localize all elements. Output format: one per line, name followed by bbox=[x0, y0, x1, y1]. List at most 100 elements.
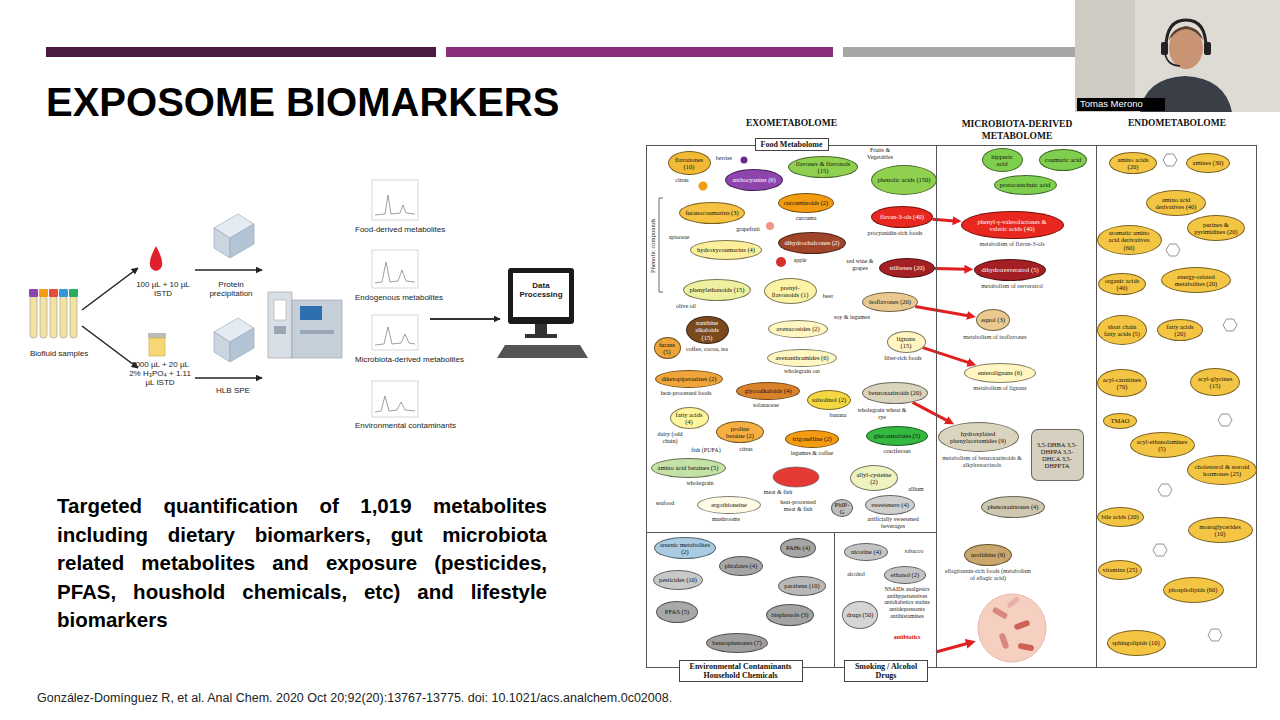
header-bars bbox=[446, 47, 833, 57]
sample-tubes bbox=[59, 289, 68, 297]
metabolite-ellipse: TMAO bbox=[1103, 413, 1137, 429]
pathway-arrow bbox=[915, 306, 970, 316]
metabolite-ellipse: urolithins (9) bbox=[964, 544, 1012, 566]
metabolite-name: equol (3) bbox=[981, 316, 1005, 323]
webcam-overlay bbox=[1165, 54, 1180, 66]
food-caption: Fruits & Vegetables bbox=[862, 147, 898, 161]
metabolite-name: glucosinolates (5) bbox=[874, 432, 920, 439]
metabolite-name: drugs (50) bbox=[847, 611, 874, 618]
citation: González-Domínguez R, et al. Anal Chem. … bbox=[37, 691, 797, 705]
metabolite-ellipse: bisphenols (3) bbox=[766, 604, 814, 626]
metabolite-name: dihydroresveratrol (5) bbox=[981, 266, 1038, 273]
metabolite-name: acyl-ethanolamines (5) bbox=[1136, 438, 1188, 452]
metabolite-name: lignans (15) bbox=[891, 335, 921, 349]
step-caption: Protein precipitation bbox=[202, 280, 260, 298]
extraction-plate bbox=[214, 332, 230, 362]
metabolite-ellipse: ergothioneine bbox=[697, 496, 761, 514]
sample-tubes bbox=[39, 289, 48, 297]
food-caption: fish (PUFA) bbox=[689, 447, 723, 454]
metabolite-name: phenylethanoids (15) bbox=[689, 286, 744, 293]
metabolite-ellipse: amines (30) bbox=[1186, 153, 1230, 173]
pathway-arrow bbox=[915, 306, 970, 316]
metabolite-ellipse: ethanol (2) bbox=[884, 566, 926, 584]
metabolite-name: avenacosides (2) bbox=[776, 325, 820, 332]
metabolite-ellipse: PhIP-G bbox=[831, 499, 853, 517]
metabolite-ellipse: phenylethanoids (15) bbox=[683, 279, 751, 301]
food-caption: apiaceae bbox=[664, 234, 694, 241]
computer bbox=[508, 268, 574, 324]
metabolite-name: trigonelline (2) bbox=[792, 435, 831, 442]
metabolite-name: bile acids (20) bbox=[1101, 513, 1138, 520]
drug-list: NSAIDs analgesics antihypertensives anti… bbox=[880, 586, 934, 619]
metabolite-name: vitamins (25) bbox=[1103, 566, 1138, 573]
metabolite-ellipse: vitamins (25) bbox=[1098, 560, 1142, 580]
metabolite-name: 3,5-DHBA 3,5-DHPPA 3,5-DHCA 3,5-DHPPTA bbox=[1034, 441, 1080, 469]
lc-ms-instrument bbox=[292, 300, 342, 358]
chromatogram-thumbnail bbox=[375, 195, 415, 215]
metabolite-ellipse: acyl-ethanolamines (5) bbox=[1130, 432, 1195, 458]
metabolite-name: furanocoumarins (3) bbox=[685, 209, 738, 216]
metabolite-name: parabens (10) bbox=[784, 582, 820, 589]
metabolite-name: glycoalkaloids (4) bbox=[744, 387, 791, 394]
food-caption: citrus bbox=[670, 177, 694, 184]
food-caption: heat-processed meat & fish bbox=[775, 499, 821, 513]
food-icons bbox=[773, 467, 819, 487]
metabolite-ellipse: drugs (50) bbox=[842, 601, 878, 629]
chromatogram-thumbnail bbox=[372, 250, 418, 288]
group-label: Phenolic compounds bbox=[649, 206, 656, 286]
metabolite-name: hydroxylated phenylacetamides (9) bbox=[945, 430, 1011, 444]
pathway-arrow bbox=[932, 219, 955, 221]
metabolite-name: curcuminoids (2) bbox=[784, 199, 829, 206]
metabolite-ellipse: salsolinol (2) bbox=[807, 390, 851, 410]
metabolite-ellipse: organic acids (40) bbox=[1098, 273, 1146, 295]
food-caption: tobacco bbox=[899, 548, 929, 555]
metabolite-name: fatty acids (20) bbox=[1162, 323, 1198, 337]
food-caption: wholegrain wheat & rye bbox=[857, 407, 907, 421]
food-caption: seafood bbox=[651, 500, 679, 507]
gut-bacteria bbox=[936, 643, 969, 652]
panel-heading: ENDOMETABOLOME bbox=[1097, 118, 1257, 129]
metabolite-ellipse: energy-related metabolites (20) bbox=[1161, 267, 1231, 293]
panel-heading: Environmental Contaminants Household Che… bbox=[679, 660, 803, 682]
panel-heading: MICROBIOTA-DERIVED METABOLOME bbox=[937, 119, 1097, 142]
metabolite-ellipse: acyl-carnitines (70) bbox=[1097, 369, 1147, 397]
slide-title: EXPOSOME BIOMARKERS bbox=[46, 80, 559, 124]
metabolite-name: proline betaine (2) bbox=[721, 425, 759, 439]
chromatogram-thumbnail bbox=[375, 396, 415, 412]
metabolite-ellipse: glycoalkaloids (4) bbox=[736, 382, 800, 400]
metabolite-ellipse: phospholipids (60) bbox=[1163, 577, 1224, 603]
metabolite-name: pesticides (10) bbox=[659, 576, 697, 583]
lc-ms-instrument bbox=[274, 326, 286, 334]
metabolite-name: ergothioneine bbox=[711, 501, 747, 508]
metabolite-ellipse: flavan-3-ols (40) bbox=[871, 206, 933, 228]
metabolite-name: phenoxazinones (4) bbox=[987, 503, 1038, 510]
metabolite-ellipse: phenyl-γ-valerolactones & valeric acids … bbox=[961, 211, 1064, 239]
chromatogram-thumbnail bbox=[372, 315, 418, 350]
metabolite-ellipse: short chain fatty acids (5) bbox=[1097, 315, 1147, 345]
food-icons bbox=[776, 257, 786, 267]
metabolite-name: amino acids (20) bbox=[1114, 156, 1152, 170]
molecule-structure bbox=[1158, 484, 1172, 496]
metabolite-name: protocatechuic acid bbox=[1000, 181, 1051, 188]
webcam-overlay bbox=[1169, 26, 1203, 40]
metabolite-ellipse: isoflavones (20) bbox=[862, 292, 918, 312]
metabolite-ellipse: avenacosides (2) bbox=[768, 320, 828, 338]
header-bars bbox=[46, 47, 1075, 57]
food-caption: solanaceae bbox=[748, 402, 784, 409]
metabolite-ellipse: xanthine alkaloids (15) bbox=[686, 316, 729, 344]
screen-text: Data Processing bbox=[515, 281, 567, 299]
metabolite-name: sphingolipids (10) bbox=[1112, 639, 1160, 646]
metabolome-panel: EXOMETABOLOMEFood Metabolomeflavanones (… bbox=[646, 145, 937, 668]
phenolic-bracket bbox=[659, 198, 663, 292]
extraction-plate bbox=[214, 228, 230, 258]
gut-bacteria bbox=[1006, 596, 1020, 609]
metabolite-ellipse: PFAS (5) bbox=[656, 601, 698, 623]
pathway-note: metabolism of resveratrol bbox=[967, 283, 1057, 290]
metabolite-ellipse: benzoxazinoids (20) bbox=[862, 382, 928, 404]
molecule-structure bbox=[1218, 414, 1232, 426]
molecule-structure bbox=[1166, 244, 1180, 256]
computer bbox=[497, 345, 588, 358]
blood-drop bbox=[150, 246, 162, 271]
metabolite-name: xanthine alkaloids (15) bbox=[690, 319, 724, 340]
metabolite-ellipse: fatty acids (20) bbox=[1157, 319, 1203, 341]
